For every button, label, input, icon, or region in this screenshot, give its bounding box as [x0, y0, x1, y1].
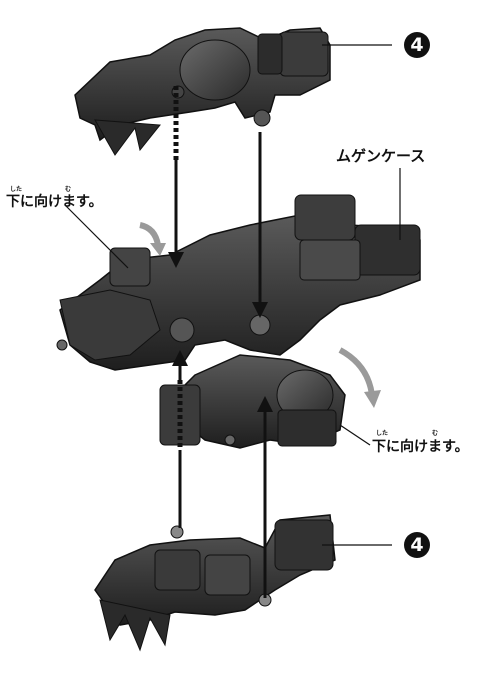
leader-left-label	[64, 204, 129, 269]
ruby-mu-left: む	[65, 186, 72, 193]
rotate-arrow-left-head	[150, 243, 166, 256]
ruby-shita-right: した	[376, 430, 389, 437]
arrow-top-right-head	[252, 302, 268, 318]
step-badge-bottom: 4	[404, 532, 430, 558]
rotation-arrows	[139, 222, 381, 408]
middle-assembly	[56, 194, 421, 449]
leader-lines	[64, 44, 401, 546]
arrow-bottom-left-head	[172, 350, 188, 366]
ruby-shita-left: した	[10, 186, 23, 193]
face-down-label-left: 下に向けます。	[6, 194, 103, 210]
ruby-mu-right: む	[432, 430, 439, 437]
insertion-arrows	[168, 86, 273, 598]
leader-right-label	[339, 424, 371, 446]
face-down-label-right: 下に向けます。	[372, 439, 469, 455]
mugen-case-label: ムゲンケース	[336, 147, 426, 165]
rotate-arrow-right-head	[364, 390, 381, 408]
rotate-arrow-left	[139, 222, 161, 246]
top-part	[74, 27, 331, 156]
bottom-part	[94, 514, 336, 652]
rotate-arrow-right	[338, 347, 375, 396]
step-badge-top: 4	[404, 32, 430, 58]
arrow-bottom-right-head	[257, 396, 273, 412]
arrow-top-left-head	[168, 252, 184, 268]
